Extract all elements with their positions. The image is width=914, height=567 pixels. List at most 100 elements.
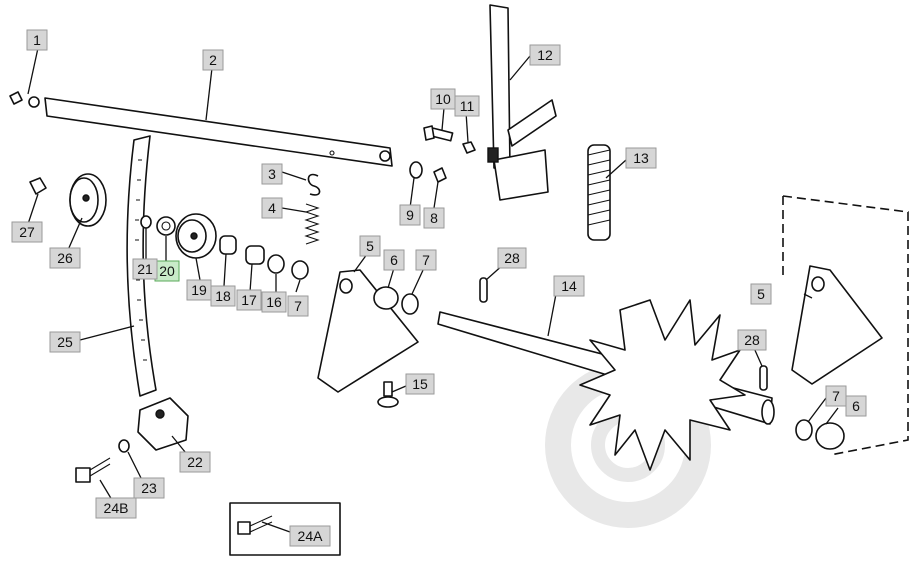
- svg-text:18: 18: [215, 288, 231, 304]
- part-5a-bracket: [317, 269, 419, 393]
- label-5a: 5: [359, 235, 381, 257]
- svg-text:25: 25: [57, 334, 73, 350]
- label-9: 9: [399, 204, 421, 226]
- svg-text:7: 7: [294, 298, 302, 314]
- svg-text:24A: 24A: [298, 528, 324, 544]
- label-11: 11: [454, 95, 480, 117]
- part-13-spring: [587, 144, 611, 241]
- part-6b-bushing: [815, 422, 845, 450]
- label-15: 15: [405, 373, 435, 395]
- svg-text:28: 28: [744, 332, 760, 348]
- svg-text:1: 1: [33, 32, 41, 48]
- label-21: 21: [132, 258, 158, 280]
- part-2-bar: [44, 97, 393, 167]
- svg-text:19: 19: [191, 282, 207, 298]
- label-12: 12: [529, 44, 561, 66]
- svg-text:6: 6: [852, 398, 860, 414]
- label-7a: 7: [415, 249, 437, 271]
- leader-lines: [27, 47, 839, 533]
- svg-text:3: 3: [268, 166, 276, 182]
- frame-outline: [782, 195, 909, 456]
- part-20-sprocket: [156, 216, 176, 236]
- part-11-nut: [462, 141, 476, 154]
- label-6b: 6: [845, 395, 867, 417]
- label-28a: 28: [497, 247, 527, 269]
- svg-text:21: 21: [137, 261, 153, 277]
- label-22: 22: [179, 451, 211, 473]
- part-14-shaft: [437, 299, 775, 471]
- label-27: 27: [11, 221, 43, 243]
- svg-text:7: 7: [422, 252, 430, 268]
- label-25: 25: [49, 331, 81, 353]
- svg-text:5: 5: [757, 286, 765, 302]
- part-1-bolt: [9, 91, 40, 108]
- svg-text:10: 10: [435, 91, 451, 107]
- svg-text:9: 9: [406, 207, 414, 223]
- part-8-nut: [433, 167, 447, 183]
- label-8: 8: [423, 207, 445, 229]
- svg-text:28: 28: [504, 250, 520, 266]
- svg-text:13: 13: [633, 150, 649, 166]
- part-7c-washer: [795, 419, 813, 441]
- label-24B: 24B: [95, 497, 137, 519]
- part-28a-pin: [479, 277, 488, 303]
- label-26: 26: [49, 247, 81, 269]
- part-27-nut: [29, 177, 47, 195]
- label-23: 23: [133, 477, 165, 499]
- label-1: 1: [26, 29, 48, 51]
- label-7c: 7: [825, 385, 847, 407]
- label-10: 10: [430, 88, 456, 110]
- callout-labels: 1 2 3 4 5 5 6 6 7 7 7 8 9 10 11 12 13 14…: [11, 29, 867, 547]
- label-13: 13: [625, 147, 657, 169]
- label-4: 4: [261, 197, 283, 219]
- svg-text:4: 4: [268, 200, 276, 216]
- label-2: 2: [202, 49, 224, 71]
- part-22-clevis: [137, 397, 189, 451]
- svg-text:6: 6: [390, 252, 398, 268]
- part-4-spring: [304, 203, 320, 245]
- star-wheel: [579, 299, 746, 471]
- svg-text:20: 20: [159, 263, 175, 279]
- part-7a-washer: [291, 260, 309, 280]
- part-6a-bushing: [373, 286, 399, 310]
- svg-text:8: 8: [430, 210, 438, 226]
- svg-text:16: 16: [266, 294, 282, 310]
- part-3-s-hook: [307, 173, 321, 196]
- svg-text:11: 11: [460, 98, 475, 114]
- part-16-washer: [267, 254, 285, 274]
- part-17-spacer: [245, 245, 265, 265]
- label-20: 20: [154, 260, 180, 282]
- part-24b-bolt: [75, 457, 111, 483]
- label-5b: 5: [750, 283, 772, 305]
- svg-text:14: 14: [561, 278, 577, 294]
- part-5b-bracket: [791, 265, 883, 385]
- part-28b-pin: [759, 365, 768, 391]
- svg-text:5: 5: [366, 238, 374, 254]
- part-10-bolt: [423, 125, 454, 142]
- svg-text:12: 12: [537, 47, 553, 63]
- part-12-bracket: [487, 4, 557, 201]
- label-18: 18: [210, 285, 236, 307]
- label-24A: 24A: [289, 525, 331, 547]
- svg-text:15: 15: [412, 376, 428, 392]
- part-15-bolt: [377, 381, 399, 408]
- svg-text:26: 26: [57, 250, 73, 266]
- part-19-pulley: [175, 213, 217, 259]
- part-9-washer: [409, 161, 423, 179]
- label-19: 19: [186, 279, 212, 301]
- part-21-washer: [140, 215, 152, 229]
- part-26-wheel: [69, 173, 107, 227]
- svg-text:22: 22: [187, 454, 203, 470]
- svg-text:27: 27: [19, 224, 35, 240]
- part-18-bushing: [219, 235, 237, 255]
- svg-text:7: 7: [832, 388, 840, 404]
- part-23-nut: [118, 439, 130, 453]
- label-28b: 28: [737, 329, 767, 351]
- label-16: 16: [261, 291, 287, 313]
- label-3: 3: [261, 163, 283, 185]
- svg-text:17: 17: [241, 292, 257, 308]
- svg-text:24B: 24B: [104, 500, 129, 516]
- part-7b-washer: [401, 293, 419, 315]
